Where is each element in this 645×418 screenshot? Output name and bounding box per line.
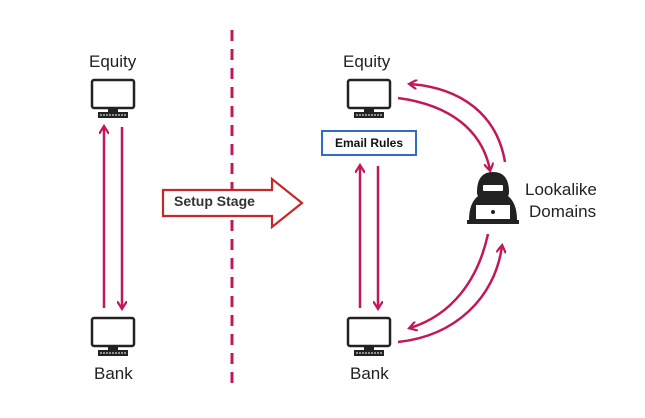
- right-equity-label: Equity: [343, 52, 391, 71]
- setup-stage-arrow: [161, 176, 304, 230]
- left-equity-label: Equity: [89, 52, 137, 71]
- right-bank-label: Bank: [350, 364, 389, 383]
- email-rules-label: Email Rules: [334, 136, 404, 150]
- computer-icon: [90, 316, 136, 356]
- arrow-bank-to-attacker: [397, 246, 502, 344]
- left-bank-label: Bank: [94, 364, 133, 383]
- hacker-icon: [467, 172, 519, 224]
- arrow-equity-to-attacker: [397, 96, 490, 170]
- computer-icon: [346, 316, 392, 356]
- setup-stage-label: Setup Stage: [174, 193, 255, 209]
- arrow-attacker-to-bank: [410, 233, 490, 328]
- email-rules-box: Email Rules: [321, 130, 417, 156]
- computer-icon: [346, 78, 392, 118]
- arrow-attacker-to-equity: [410, 84, 507, 163]
- domains-label: Domains: [529, 202, 597, 221]
- computer-icon: [90, 78, 136, 118]
- lookalike-label: Lookalike: [525, 180, 597, 199]
